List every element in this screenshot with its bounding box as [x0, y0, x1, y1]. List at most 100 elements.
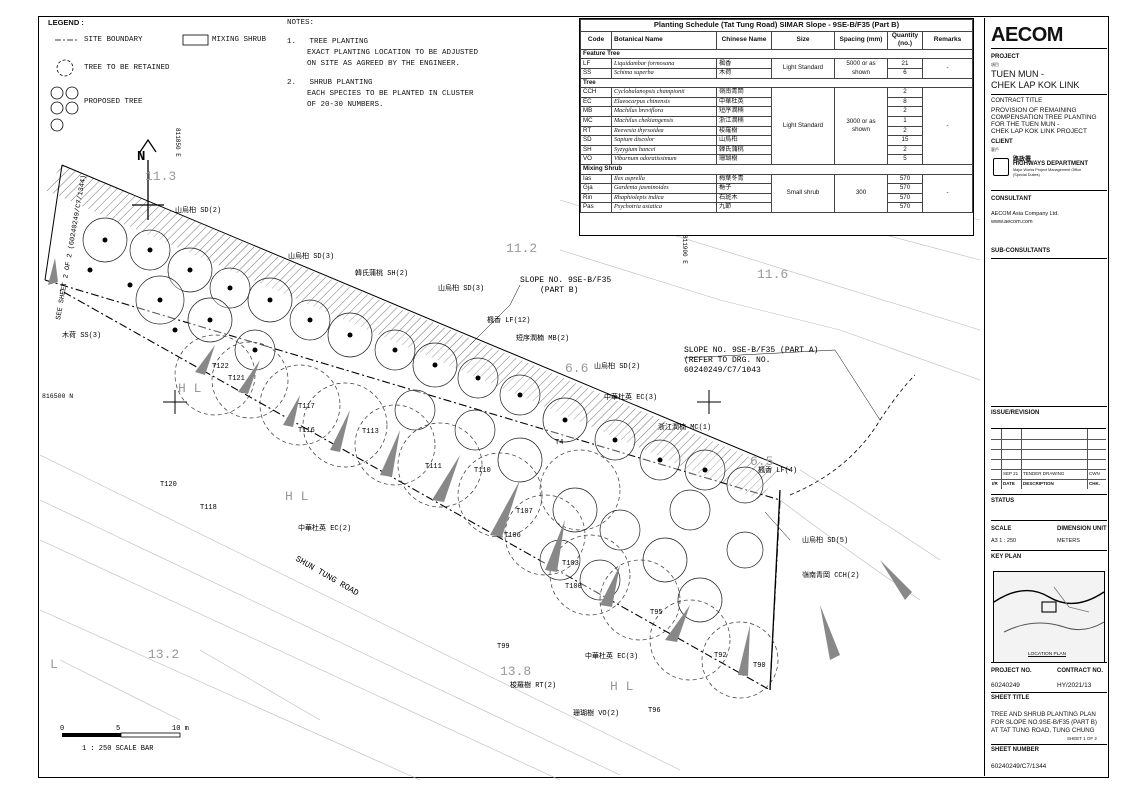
- schedule-cell-quantity: 570: [887, 183, 923, 194]
- note-2-line-2: OF 20-30 NUMBERS.: [307, 101, 384, 109]
- client-office-2: (Special Duties): [1013, 173, 1040, 177]
- schedule-header-botanical: Botanical Name: [611, 31, 717, 50]
- schedule-header-chinese: Chinese Name: [716, 31, 772, 50]
- north-label: N: [137, 149, 145, 165]
- note-2-number: 2.: [287, 79, 297, 87]
- plant-group-label: 楓香 LF(4): [758, 465, 797, 475]
- tree-tag-label: T113: [362, 428, 379, 436]
- schedule-cell-code: EC: [580, 96, 612, 108]
- schedule-cell-botanical: Cyclobalanopsis championii: [611, 87, 717, 98]
- project-label-cn: 項目: [991, 62, 999, 67]
- schedule-cell-spacing: 300: [834, 173, 888, 213]
- spot-level-13-8: 13.8: [500, 664, 531, 679]
- title-block: AECOM PROJECT 項目 TUEN MUN - CHEK LAP KOK…: [984, 18, 1107, 776]
- site-boundary-line: [44, 279, 781, 691]
- plant-group-label: 山烏桕 SD(2): [175, 205, 221, 215]
- schedule-cell-code: Rin: [580, 192, 612, 204]
- aecom-logo: AECOM: [991, 24, 1063, 46]
- tree-tag-label: T122: [212, 363, 229, 371]
- consultant-label: CONSULTANT: [991, 196, 1032, 202]
- north-arrow: [132, 138, 164, 220]
- note-2-line-1: EACH SPECIES TO BE PLANTED IN CLUSTER: [307, 90, 474, 98]
- schedule-cell-botanical: Schima superba: [611, 68, 717, 79]
- schedule-cell-size: Light Standard: [771, 87, 835, 165]
- hyd-logo-icon: [993, 158, 1009, 176]
- note-1-line-1: EXACT PLANTING LOCATION TO BE ADJUSTED: [307, 49, 479, 57]
- tree-tag-label: T117: [298, 403, 315, 411]
- schedule-cell-chinese: 山烏桕: [716, 135, 772, 146]
- status-label: STATUS: [991, 498, 1015, 504]
- notes-block: NOTES: 1. TREE PLANTING EXACT PLANTING L…: [287, 18, 478, 111]
- issue-revision-label: ISSUE/REVISION: [991, 410, 1040, 416]
- contract-title-label: CONTRACT TITLE: [991, 98, 1043, 104]
- hl-mark-3: H L: [610, 679, 633, 694]
- schedule-cell-chinese: 木荷: [716, 68, 772, 79]
- schedule-cell-chinese: 石斑木: [716, 192, 772, 204]
- key-plan-map: LOCATION PLAN: [993, 571, 1105, 663]
- tree-tag-label: T116: [298, 427, 315, 435]
- east-boundary: [769, 489, 781, 691]
- schedule-cell-quantity: 8: [887, 96, 923, 108]
- schedule-cell-quantity: 570: [887, 173, 923, 185]
- legend-mixing-shrub: MIXING SHRUB: [212, 36, 267, 44]
- project-no-label: PROJECT NO.: [991, 668, 1032, 674]
- schedule-cell-botanical: Reevesia thyrsoidea: [611, 125, 717, 137]
- schedule-header-code: Code: [580, 31, 612, 50]
- issue-header-date: DATE: [1003, 481, 1015, 486]
- schedule-cell-code: MC: [580, 115, 612, 127]
- consultant-name: AECOM Asia Company Ltd.: [991, 211, 1059, 217]
- note-1-number: 1.: [287, 38, 297, 46]
- issue-header-description: DESCRIPTION: [1023, 481, 1054, 486]
- subconsultants-label: SUB-CONSULTANTS: [991, 248, 1051, 254]
- schedule-cell-botanical: Viburnum odoratissimum: [611, 154, 717, 165]
- issue-header-ir: I/R: [992, 481, 998, 486]
- schedule-cell-quantity: 21: [887, 58, 923, 69]
- plant-group-label: 中華杜英 EC(2): [298, 523, 351, 533]
- schedule-cell-chinese: 珊瑚樹: [716, 154, 772, 165]
- scale-bar-caption: 1 : 250 SCALE BAR: [82, 745, 154, 753]
- note-1-line-2: ON SITE AS AGREED BY THE ENGINEER.: [307, 60, 461, 68]
- slope-part-a-ref: (REFER TO DRG. NO.: [684, 356, 770, 365]
- note-2-title: SHRUB PLANTING: [309, 79, 373, 87]
- schedule-cell-remarks: -: [922, 87, 973, 165]
- scale-value: A3 1 : 250: [991, 538, 1017, 544]
- schedule-cell-botanical: Elaeocarpus chinensis: [611, 96, 717, 108]
- schedule-cell-quantity: 15: [887, 135, 923, 146]
- schedule-header-size: Size: [771, 31, 835, 50]
- schedule-cell-chinese: 中華杜英: [716, 96, 772, 108]
- schedule-cell-chinese: 梅葉冬青: [716, 173, 772, 185]
- scale-bar-zero: 0: [60, 725, 64, 733]
- project-no-value: 60240249: [991, 682, 1020, 689]
- schedule-cell-botanical: Syzygium hancei: [611, 144, 717, 156]
- schedule-cell-code: Gja: [580, 183, 612, 194]
- client-name-cn: 路政署: [1013, 157, 1032, 163]
- schedule-cell-botanical: Machilus breviflora: [611, 106, 717, 117]
- schedule-cell-code: VO: [580, 154, 612, 165]
- legend-proposed-tree: PROPOSED TREE: [84, 98, 143, 106]
- legend-title: LEGEND :: [48, 18, 84, 27]
- key-plan-label: KEY PLAN: [991, 554, 1022, 560]
- sheet-of: SHEET 1 OF 2: [1067, 736, 1097, 741]
- tree-tag-label: T96: [648, 707, 661, 715]
- plant-group-label: 山烏桕 SD(5): [802, 535, 848, 545]
- contract-title-2: COMPENSATION TREE PLANTING: [991, 114, 1097, 121]
- consultant-web: www.aecom.com: [991, 219, 1033, 225]
- sheet-number-label: SHEET NUMBER: [991, 747, 1040, 753]
- tree-tag-label: T4: [555, 439, 563, 447]
- spot-level-13-2: 13.2: [148, 647, 179, 662]
- schedule-cell-chinese: 浙江潤楠: [716, 115, 772, 127]
- schedule-group-name: Mixing Shrub: [580, 163, 973, 175]
- tree-tag-label: T100: [565, 583, 582, 591]
- issue-date: SEP 21: [1003, 471, 1019, 476]
- schedule-cell-code: MB: [580, 106, 612, 117]
- dimension-unit-label: DIMENSION UNIT: [1057, 526, 1107, 532]
- schedule-cell-code: LF: [580, 58, 612, 69]
- grid-easting-label: 811850 E: [174, 128, 181, 157]
- legend-site-boundary: SITE BOUNDARY: [84, 36, 143, 44]
- schedule-cell-botanical: Sapium discolor: [611, 135, 717, 146]
- hatched-slope-band: [45, 165, 780, 500]
- notes-title: NOTES:: [287, 19, 315, 27]
